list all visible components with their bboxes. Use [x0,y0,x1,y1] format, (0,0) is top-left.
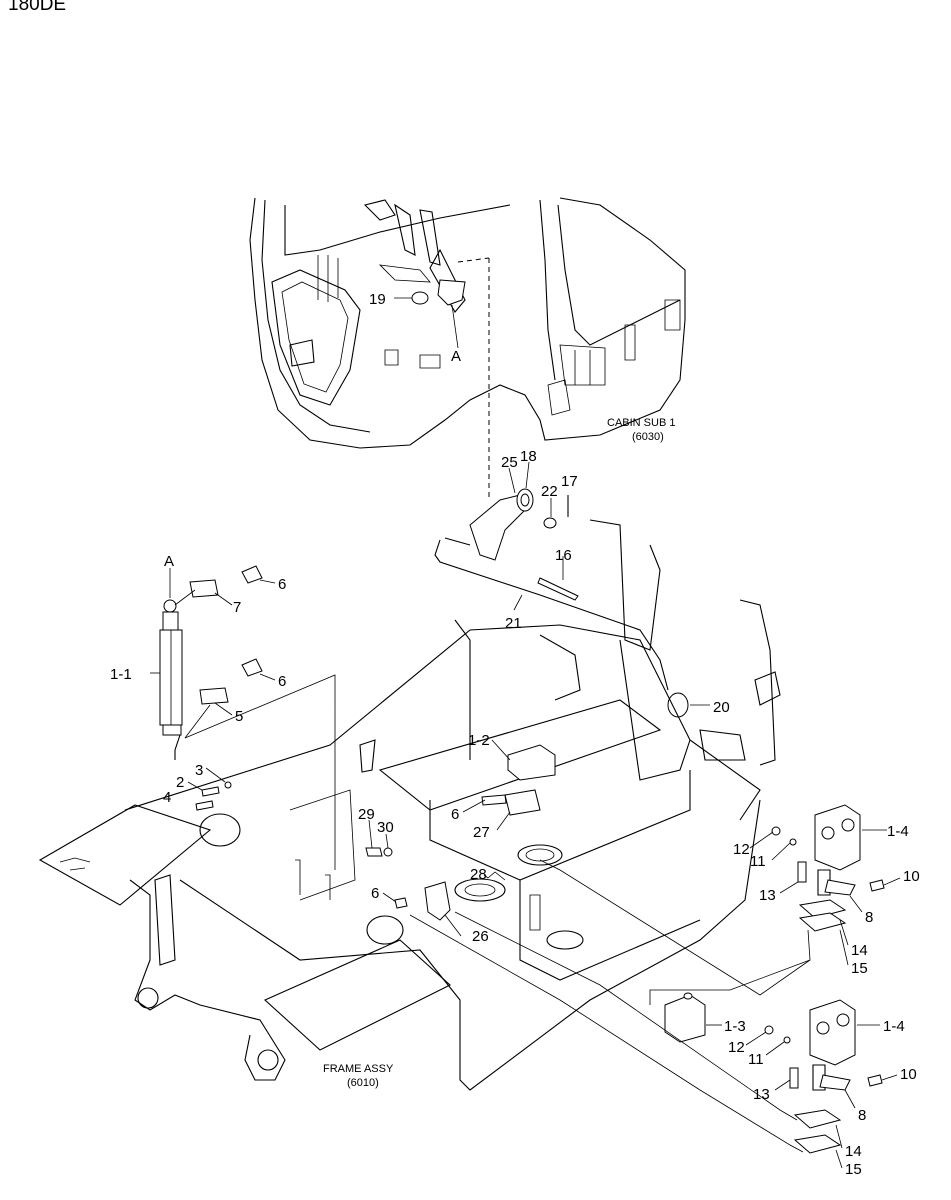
part-14-shim-bottom [793,1109,842,1129]
callout-11-b: 11 [748,1051,764,1068]
callout-20: 20 [713,699,730,716]
callout-14-a: 14 [851,942,868,959]
callout-6-b: 6 [278,673,286,690]
callout-8-b: 8 [858,1107,866,1124]
callout-6-c: 6 [451,806,459,823]
part-27-block [504,789,541,816]
callout-15-b: 15 [845,1161,862,1178]
part-1-2-valve [507,744,556,781]
part-10-bolt-top [869,879,885,892]
callout-19: 19 [369,291,386,308]
cabin-code: (6030) [632,431,664,443]
callout-22: 22 [541,483,558,500]
part-2-bolt [201,786,220,797]
callout-25: 25 [501,454,518,471]
callout-12-b: 12 [728,1039,745,1056]
leader-lines [368,461,901,1169]
part-19 [411,291,429,305]
model-number: 180DE [8,0,66,15]
callout-6-d: 6 [371,885,379,902]
callout-1-4-b: 1-4 [883,1018,905,1035]
part-6-bolt-a [241,565,263,584]
callout-1-4-a: 1-4 [887,823,909,840]
callout-a-top: A [451,348,461,365]
callout-a-left: A [164,553,174,570]
part-1-4-assembly-top [814,804,861,896]
part-3-nut [224,781,232,789]
part-12-nut-bottom [764,1025,774,1035]
part-20-knob [667,692,689,718]
callout-1-3: 1-3 [724,1018,746,1035]
part-25-plate [469,494,526,561]
part-1-4-assembly-bottom [809,999,856,1091]
part-21-rod [434,539,669,691]
callout-16: 16 [555,547,572,564]
part-11-washer-top [789,838,797,846]
part-13-bolt-bottom [789,1067,799,1089]
frame-assembly [38,519,781,1091]
part-4-bolt [195,800,214,811]
part-1-3-switch [664,994,706,1043]
callout-26: 26 [472,928,489,945]
callout-15-a: 15 [851,960,868,977]
callout-14-b: 14 [845,1143,862,1160]
callout-5: 5 [235,708,243,725]
bracket-a [437,279,466,306]
callout-8-a: 8 [865,909,873,926]
callout-28: 28 [470,866,487,883]
frame-name: FRAME ASSY [323,1063,394,1075]
part-8-plate-bottom [819,1074,851,1091]
part-30-washer [383,847,393,857]
part-15-shim-top [798,912,847,932]
callout-2: 2 [176,774,184,791]
part-6-bolt-b [241,658,263,677]
part-12-nut-top [771,826,781,836]
callout-17: 17 [561,473,578,490]
part-22-washer [543,517,557,529]
cabin-sub-assembly [249,197,686,449]
part-16-spring [537,577,579,601]
callout-27: 27 [473,824,490,841]
part-14-shim-top [798,899,847,919]
part-13-bolt-top [797,861,807,883]
callout-13-b: 13 [753,1086,770,1103]
part-8-plate-top [824,879,856,896]
callout-10-b: 10 [900,1066,917,1083]
cabin-name: CABIN SUB 1 [607,417,675,429]
callout-21: 21 [505,615,522,632]
part-29-bolt [365,847,383,857]
callout-7: 7 [233,599,241,616]
part-11-washer-bottom [783,1036,791,1044]
callout-6-a: 6 [278,576,286,593]
callout-30: 30 [377,819,394,836]
callout-4: 4 [163,789,171,806]
part-28 [487,871,506,881]
part-10-bolt-bottom [867,1074,883,1087]
part-6-bolt-c [481,794,507,806]
part-6-bolt-d [394,897,408,909]
callout-3: 3 [195,762,203,779]
callout-11-a: 11 [750,853,766,870]
callout-18: 18 [520,448,537,465]
part-26-bracket [424,881,451,921]
part-7-pin [189,579,219,598]
callout-12-a: 12 [733,841,750,858]
callout-1-2: 1-2 [468,732,490,749]
callout-1-1: 1-1 [110,666,132,683]
part-5-pin [199,687,229,705]
callout-10-a: 10 [903,868,920,885]
callout-29: 29 [358,806,375,823]
part-15-shim-bottom [793,1134,842,1154]
part-1-1-cylinder [159,568,183,736]
frame-code: (6010) [347,1077,379,1089]
callout-13-a: 13 [759,887,776,904]
